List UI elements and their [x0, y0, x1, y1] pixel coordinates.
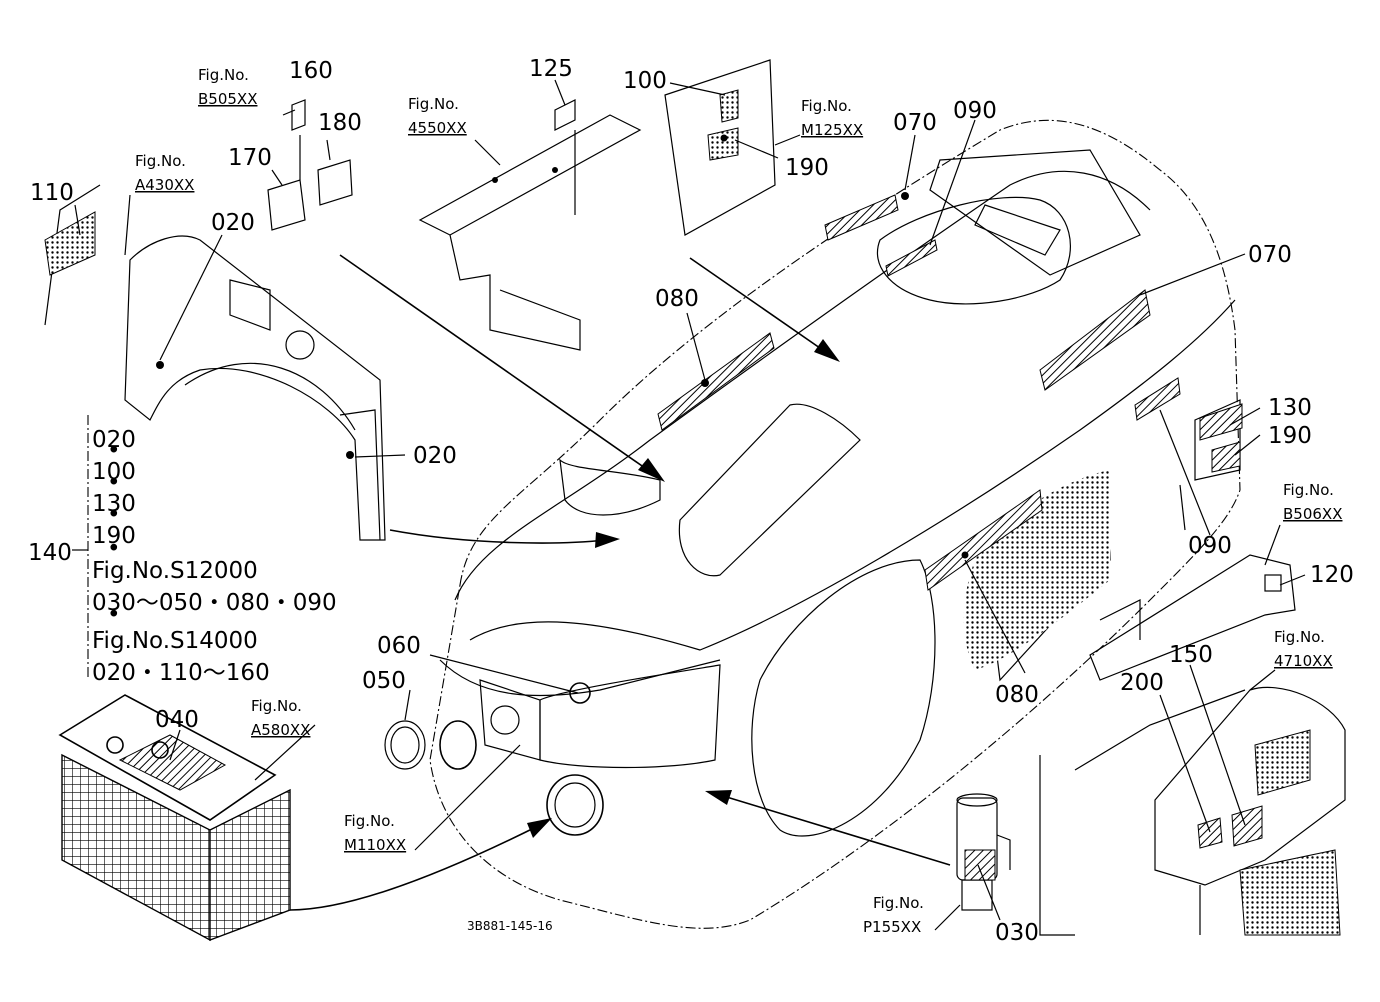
callout-190-b: 190 [1268, 423, 1312, 449]
kit-line-7: Fig.No.S14000 [92, 628, 258, 654]
hood-assembly [384, 119, 1243, 929]
fig-a430-code: A430XX [135, 176, 194, 194]
fig-m125-code: M125XX [801, 121, 863, 139]
kit-dot-2: • [107, 470, 121, 496]
filter-p155 [956, 793, 1011, 911]
callout-040: 040 [155, 707, 199, 733]
drawing-code: 3B881-145-16 [467, 919, 553, 933]
fig-p155-code: P155XX [863, 918, 921, 936]
callout-190-a: 190 [785, 155, 829, 181]
kit-line-1: 020 [92, 427, 136, 453]
callout-020-b: 020 [413, 443, 457, 469]
fig-a430-label: Fig.No. [135, 152, 186, 170]
bracket-b506 [1089, 554, 1296, 681]
callout-160: 160 [289, 58, 333, 84]
callout-110: 110 [30, 180, 74, 206]
callout-060: 060 [377, 633, 421, 659]
kit-dot-3: • [107, 502, 121, 528]
callout-080-a: 080 [655, 286, 699, 312]
kit-line-4: 190 [92, 523, 136, 549]
callout-150: 150 [1169, 642, 1213, 668]
fig-b506-code: B506XX [1283, 505, 1342, 523]
kit-dot-1: • [107, 438, 121, 464]
callout-050: 050 [362, 668, 406, 694]
kit-line-8: 020・110～160 [92, 660, 270, 686]
fig-b506-label: Fig.No. [1283, 481, 1334, 499]
fender-panel [44, 184, 386, 541]
callout-090-a: 090 [953, 98, 997, 124]
bracket-4550 [418, 99, 642, 351]
callout-070-b: 070 [1248, 242, 1292, 268]
callout-140: 140 [28, 540, 72, 566]
fig-a580-code: A580XX [251, 721, 310, 739]
kit-list: 020 • 100 • 130 • 190 • Fig.No.S12000 03… [92, 427, 337, 686]
fig-b505-label: Fig.No. [198, 66, 249, 84]
relay-parts [267, 99, 353, 231]
panel-m125 [664, 59, 776, 236]
kit-dot-5: • [107, 602, 121, 628]
callout-180: 180 [318, 110, 362, 136]
callout-130: 130 [1268, 395, 1312, 421]
kit-line-6: 030～050・080・090 [92, 590, 337, 616]
battery [58, 694, 291, 942]
fig-4710-label: Fig.No. [1274, 628, 1325, 646]
callout-labels: 160 180 170 110 020 125 100 190 070 090 … [28, 56, 1354, 946]
fig-a580-label: Fig.No. [251, 697, 302, 715]
callout-120: 120 [1310, 562, 1354, 588]
callout-020-a: 020 [211, 210, 255, 236]
figure-references: Fig.No. B505XX Fig.No. A430XX Fig.No. 45… [135, 66, 1342, 936]
callout-070-a: 070 [893, 110, 937, 136]
callout-100: 100 [623, 68, 667, 94]
callout-200: 200 [1120, 670, 1164, 696]
callout-125: 125 [529, 56, 573, 82]
callout-080-b: 080 [995, 682, 1039, 708]
fig-4550-code: 4550XX [408, 119, 467, 137]
fig-b505-code: B505XX [198, 90, 257, 108]
kit-dot-4: • [107, 536, 121, 562]
fig-p155-label: Fig.No. [873, 894, 924, 912]
callout-030: 030 [995, 920, 1039, 946]
arrows [289, 254, 1186, 911]
kit-line-2: 100 [92, 459, 136, 485]
callout-090-b: 090 [1188, 533, 1232, 559]
fig-m125-label: Fig.No. [801, 97, 852, 115]
cover-4710 [1039, 686, 1346, 936]
fig-4550-label: Fig.No. [408, 95, 459, 113]
leader-lines [72, 79, 1306, 931]
fig-4710-code: 4710XX [1274, 652, 1333, 670]
fig-m110-code: M110XX [344, 836, 406, 854]
callout-170: 170 [228, 145, 272, 171]
kit-line-3: 130 [92, 491, 136, 517]
kit-line-5: Fig.No.S12000 [92, 558, 258, 584]
fig-m110-label: Fig.No. [344, 812, 395, 830]
